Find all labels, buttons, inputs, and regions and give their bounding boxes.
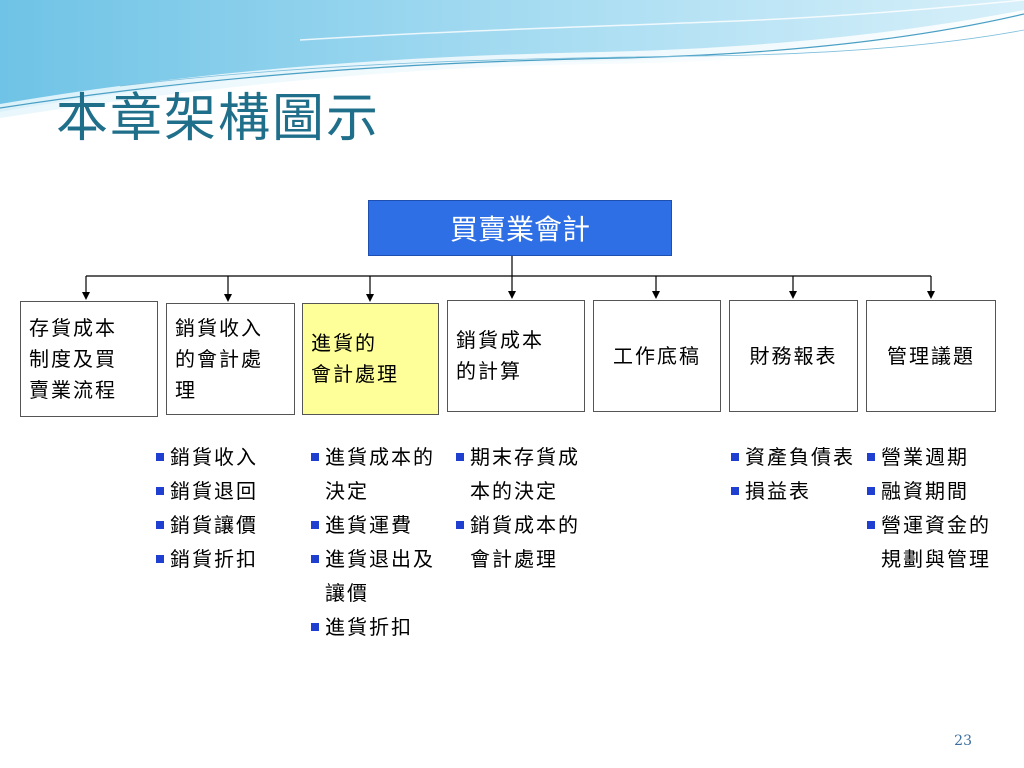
sublist-management-issues: 營業週期 融資期間 營運資金的規劃與管理 bbox=[866, 440, 1006, 576]
list-item: 融資期間 bbox=[866, 474, 1006, 508]
list-item: 銷貨折扣 bbox=[155, 542, 295, 576]
node-financial-statements: 財務報表 bbox=[729, 300, 858, 412]
root-node-merchandising-accounting: 買賣業會計 bbox=[368, 200, 672, 256]
node-line: 理 bbox=[175, 377, 197, 402]
sublist-cost-of-goods-sold: 期末存貨成本的決定 銷貨成本的會計處理 bbox=[455, 440, 590, 576]
node-line: 賣業流程 bbox=[29, 377, 117, 402]
list-item: 進貨退出及讓價 bbox=[310, 542, 445, 610]
header-wave-decoration bbox=[0, 0, 1024, 118]
list-item: 損益表 bbox=[730, 474, 865, 508]
list-item: 進貨運費 bbox=[310, 508, 445, 542]
page-number: 23 bbox=[954, 733, 972, 749]
list-item: 銷貨收入 bbox=[155, 440, 295, 474]
node-cost-of-goods-sold: 銷貨成本 的計算 bbox=[447, 300, 585, 412]
node-sales-revenue-accounting: 銷貨收入 的會計處 理 bbox=[166, 303, 295, 415]
node-line: 存貨成本 bbox=[29, 315, 117, 340]
node-line: 銷貨成本 bbox=[456, 328, 544, 352]
list-item: 進貨成本的決定 bbox=[310, 440, 445, 508]
list-item: 銷貨成本的會計處理 bbox=[455, 508, 590, 576]
node-line: 銷貨收入 bbox=[175, 315, 263, 340]
list-item: 期末存貨成本的決定 bbox=[455, 440, 590, 508]
list-item: 資產負債表 bbox=[730, 440, 865, 474]
list-item: 銷貨退回 bbox=[155, 474, 295, 508]
node-line: 進貨的 bbox=[311, 331, 377, 355]
list-item: 進貨折扣 bbox=[310, 610, 445, 644]
slide-title: 本章架構圖示 bbox=[56, 89, 381, 149]
node-management-issues: 管理議題 bbox=[866, 300, 996, 412]
node-line: 的會計處 bbox=[175, 346, 263, 371]
node-inventory-cost-system: 存貨成本 制度及買 賣業流程 bbox=[20, 301, 158, 417]
sublist-financial-statements: 資產負債表 損益表 bbox=[730, 440, 865, 508]
node-purchase-accounting: 進貨的 會計處理 bbox=[302, 303, 439, 415]
node-line: 工作底稿 bbox=[613, 343, 701, 368]
node-line: 制度及買 bbox=[29, 346, 117, 371]
list-item: 營業週期 bbox=[866, 440, 1006, 474]
list-item: 營運資金的規劃與管理 bbox=[866, 508, 1006, 576]
node-line: 管理議題 bbox=[887, 343, 975, 368]
node-line: 財務報表 bbox=[749, 343, 838, 368]
node-worksheet: 工作底稿 bbox=[593, 300, 721, 412]
node-line: 的計算 bbox=[456, 359, 522, 383]
sublist-sales-revenue: 銷貨收入 銷貨退回 銷貨讓價 銷貨折扣 bbox=[155, 440, 295, 576]
node-line: 會計處理 bbox=[311, 362, 399, 386]
sublist-purchase: 進貨成本的決定 進貨運費 進貨退出及讓價 進貨折扣 bbox=[310, 440, 445, 644]
list-item: 銷貨讓價 bbox=[155, 508, 295, 542]
